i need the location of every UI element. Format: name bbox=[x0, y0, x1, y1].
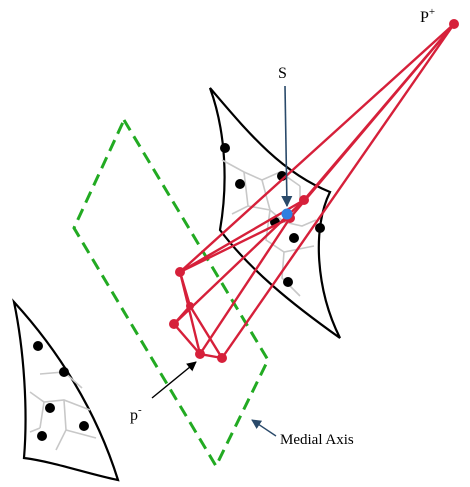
p-minus-arrow bbox=[151, 361, 197, 399]
left-patch-outline bbox=[12, 298, 120, 482]
s-label: S bbox=[278, 65, 287, 82]
inner-edge bbox=[179, 216, 291, 274]
s-arrow bbox=[281, 85, 293, 208]
sample-dot bbox=[315, 223, 325, 233]
p-minus-node bbox=[195, 349, 205, 359]
p-plus-superscript: + bbox=[429, 6, 435, 18]
p-plus-label: P+ bbox=[420, 6, 435, 26]
red-nodes bbox=[169, 19, 459, 363]
p-minus-polygon bbox=[172, 271, 225, 360]
p-minus-superscript: - bbox=[138, 404, 142, 416]
right-patch-outline bbox=[208, 87, 341, 339]
medial-axis-plane bbox=[72, 116, 270, 470]
p-minus-label: p- bbox=[130, 404, 142, 424]
left-surface-patch bbox=[12, 298, 120, 482]
node bbox=[299, 195, 309, 205]
node bbox=[169, 319, 179, 329]
medial-axis-arrow bbox=[251, 419, 277, 437]
s-point bbox=[281, 208, 293, 220]
inner-edge bbox=[178, 271, 202, 355]
ray-to-p-plus bbox=[221, 23, 455, 359]
red-connections bbox=[172, 23, 455, 360]
sample-dot bbox=[79, 421, 89, 431]
medial-axis-label: Medial Axis bbox=[280, 432, 354, 448]
sample-dot bbox=[235, 179, 245, 189]
right-patch-samples bbox=[220, 143, 325, 287]
node bbox=[217, 353, 227, 363]
sample-dot bbox=[59, 367, 69, 377]
inner-edge bbox=[173, 199, 305, 325]
sample-dot bbox=[283, 277, 293, 287]
sample-dot bbox=[45, 403, 55, 413]
sample-dot bbox=[289, 233, 299, 243]
inner-edge bbox=[198, 217, 292, 355]
left-patch-samples bbox=[33, 341, 89, 441]
sample-dot bbox=[37, 431, 47, 441]
node bbox=[186, 302, 194, 310]
node bbox=[175, 267, 185, 277]
ray-to-p-plus bbox=[303, 23, 455, 201]
sample-dot bbox=[220, 143, 230, 153]
sample-dot bbox=[33, 341, 43, 351]
p-plus-node bbox=[449, 19, 459, 29]
right-surface-patch bbox=[208, 87, 341, 339]
ray-to-p-plus bbox=[179, 23, 455, 273]
